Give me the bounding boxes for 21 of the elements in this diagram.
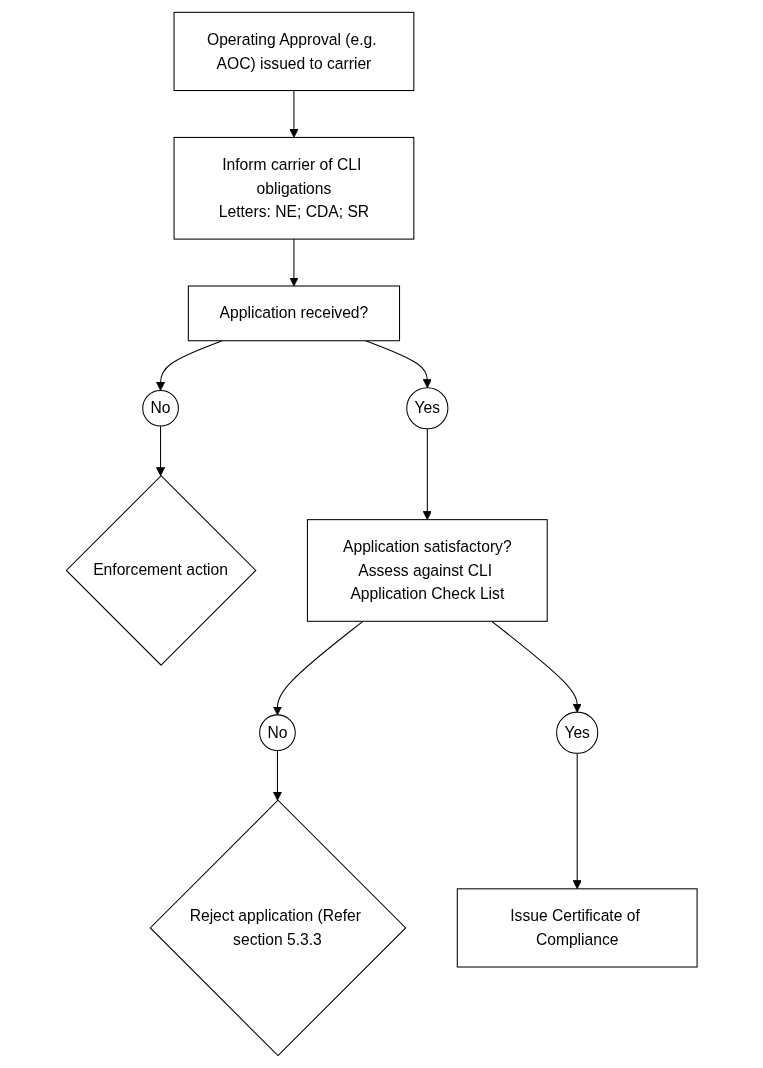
node-box: Inform carrier of CLI obligations Letters: NE; CDA; SR [173, 136, 415, 240]
arrow [365, 340, 432, 389]
node-circle: No [258, 714, 296, 752]
node-diamond: Enforcement action [65, 475, 257, 666]
arrow [155, 340, 223, 391]
arrow [491, 620, 582, 713]
arrow [272, 620, 364, 716]
arrow [422, 428, 432, 521]
arrow [272, 750, 282, 801]
node-box: Operating Approval (e.g. AOC) issued to carrier [173, 11, 415, 92]
arrow [289, 90, 299, 138]
node-diamond: Reject application (Refer section 5.3.3 [149, 799, 407, 1057]
arrow [572, 752, 582, 890]
node-box: Application satisfactory? Assess against CLI Application Check List [306, 519, 548, 622]
node-circle: No [142, 389, 179, 427]
arrow [289, 238, 299, 287]
node-circle: Yes [406, 387, 449, 430]
node-circle: Yes [555, 711, 599, 754]
node-box: Application received? [187, 285, 400, 342]
arrow [155, 425, 165, 477]
node-box: Issue Certificate of Compliance [456, 888, 698, 968]
